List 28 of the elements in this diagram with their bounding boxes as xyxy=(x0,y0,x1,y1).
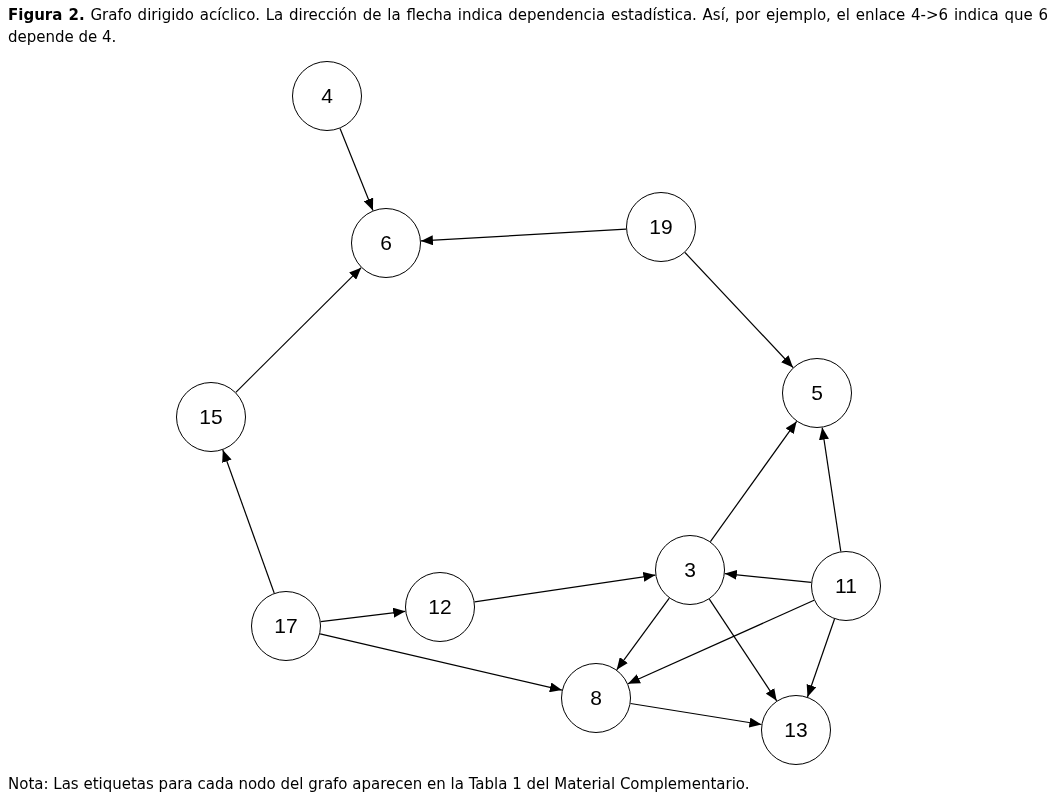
node-label: 12 xyxy=(428,594,452,621)
arrow xyxy=(724,569,812,584)
node-label: 3 xyxy=(684,557,696,584)
arrow xyxy=(708,598,778,702)
arrow xyxy=(627,599,815,685)
arrow xyxy=(684,251,794,369)
arrow xyxy=(222,449,275,594)
node-label: 8 xyxy=(590,685,602,712)
node-label: 19 xyxy=(649,214,673,241)
arrow xyxy=(616,597,670,671)
figure-title: Figura 2. Grafo dirigido acíclico. La dirección de la flecha indica dependencia estadística. Así, por ejemplo, el enlace 4->6 indica que 6 depende de 4. xyxy=(8,5,1048,48)
node-label: 4 xyxy=(321,83,333,110)
arrow xyxy=(319,633,563,693)
arrow xyxy=(320,607,406,623)
arrow xyxy=(235,267,362,393)
node-label: 17 xyxy=(274,613,298,640)
node-label: 5 xyxy=(811,380,823,407)
arrow xyxy=(629,702,763,728)
arrow xyxy=(339,127,374,212)
node-label: 13 xyxy=(784,717,808,744)
figure-note: Nota: Las etiquetas para cada nodo del grafo aparecen en la Tabla 1 del Material Complementario. xyxy=(8,774,750,795)
arrow xyxy=(420,228,627,246)
node-label: 15 xyxy=(199,404,223,431)
arrow xyxy=(709,420,798,543)
arrow xyxy=(819,427,842,552)
arrow xyxy=(474,571,656,603)
node-label: 6 xyxy=(380,230,392,257)
node-label: 11 xyxy=(835,573,857,600)
